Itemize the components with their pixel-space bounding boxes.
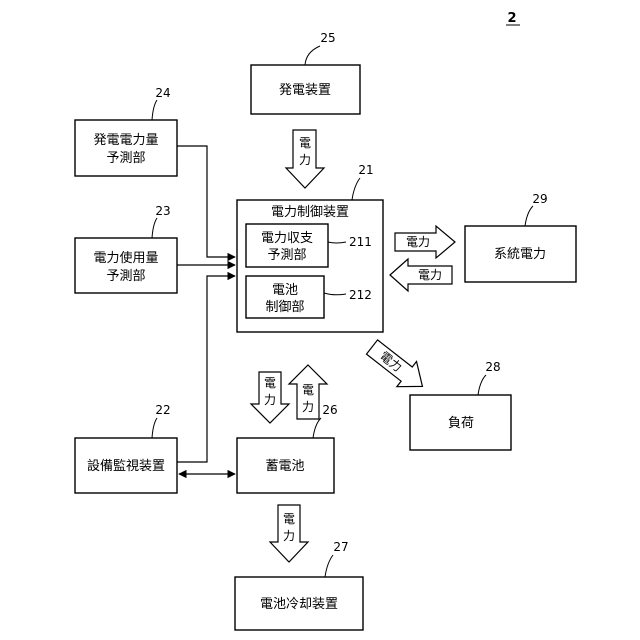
usage-forecast-ref: 23 bbox=[155, 204, 170, 218]
storage-battery-label: 蓄電池 bbox=[265, 459, 304, 474]
power-arrow-up-char1: 電 bbox=[302, 383, 314, 397]
power-arrow-control-to-battery: 電 力 bbox=[251, 372, 289, 423]
battery-control-label-2: 制御部 bbox=[265, 300, 304, 315]
power-control-device-label: 電力制御装置 bbox=[271, 205, 349, 220]
generation-forecast-ref: 24 bbox=[155, 86, 170, 100]
figure-number: 2 bbox=[507, 11, 516, 26]
equipment-monitor-ref: 22 bbox=[155, 403, 170, 417]
power-arrow-char2: 力 bbox=[299, 153, 311, 167]
battery-cooling-ref: 27 bbox=[333, 540, 348, 554]
power-arrow-cooling-char2: 力 bbox=[283, 529, 295, 543]
battery-cooling-label: 電池冷却装置 bbox=[260, 597, 338, 612]
power-arrow-down-char2: 力 bbox=[264, 393, 276, 407]
power-arrow-control-to-grid: 電力 bbox=[395, 226, 455, 258]
power-generation-device-label: 発電装置 bbox=[279, 83, 331, 98]
power-arrow-battery-to-cooling: 電 力 bbox=[270, 505, 308, 562]
equipment-monitor-block: 設備監視装置 22 bbox=[75, 403, 177, 493]
power-generation-device-ref: 25 bbox=[320, 31, 335, 45]
power-arrow-control-to-load: 電力 bbox=[362, 334, 432, 399]
power-arrow-char1: 電 bbox=[299, 136, 311, 150]
balance-forecast-label-1: 電力収支 bbox=[261, 231, 313, 246]
generation-forecast-label-1: 発電電力量 bbox=[93, 133, 158, 148]
generation-forecast-block: 発電電力量 予測部 24 bbox=[75, 86, 177, 176]
power-arrow-cooling-char1: 電 bbox=[283, 512, 295, 526]
grid-power-label: 系統電力 bbox=[494, 247, 546, 262]
power-control-device-ref: 21 bbox=[358, 163, 373, 177]
usage-forecast-label-1: 電力使用量 bbox=[93, 250, 158, 266]
battery-control-ref: 212 bbox=[349, 288, 372, 302]
load-block: 負荷 28 bbox=[410, 360, 511, 450]
balance-forecast-ref: 211 bbox=[349, 235, 372, 249]
battery-cooling-block: 電池冷却装置 27 bbox=[235, 540, 363, 630]
storage-battery-block: 蓄電池 26 bbox=[237, 403, 338, 493]
usage-forecast-label-2: 予測部 bbox=[106, 269, 145, 284]
power-generation-device-block: 発電装置 25 bbox=[251, 31, 360, 114]
equipment-monitor-label: 設備監視装置 bbox=[87, 458, 165, 474]
power-arrow-battery-to-control: 電 力 bbox=[289, 365, 327, 419]
power-control-device-block: 電力制御装置 21 電力収支 予測部 211 電池 制御部 212 bbox=[237, 163, 383, 332]
power-arrow-generation-to-control: 電 力 bbox=[286, 130, 324, 188]
power-arrow-right-label: 電力 bbox=[406, 235, 430, 249]
load-ref: 28 bbox=[485, 360, 500, 374]
balance-forecast-label-2: 予測部 bbox=[267, 248, 306, 263]
power-arrow-grid-to-control: 電力 bbox=[390, 259, 452, 291]
battery-control-label-1: 電池 bbox=[272, 283, 298, 298]
power-arrow-down-char1: 電 bbox=[264, 376, 276, 390]
generation-forecast-label-2: 予測部 bbox=[106, 151, 145, 166]
grid-power-ref: 29 bbox=[532, 192, 547, 206]
load-label: 負荷 bbox=[448, 416, 474, 431]
power-arrow-up-char2: 力 bbox=[302, 400, 314, 414]
signal-lines bbox=[177, 146, 235, 474]
grid-power-block: 系統電力 29 bbox=[465, 192, 576, 282]
usage-forecast-block: 電力使用量 予測部 23 bbox=[75, 204, 177, 293]
storage-battery-ref: 26 bbox=[322, 403, 337, 417]
power-arrow-left-label: 電力 bbox=[418, 268, 442, 282]
